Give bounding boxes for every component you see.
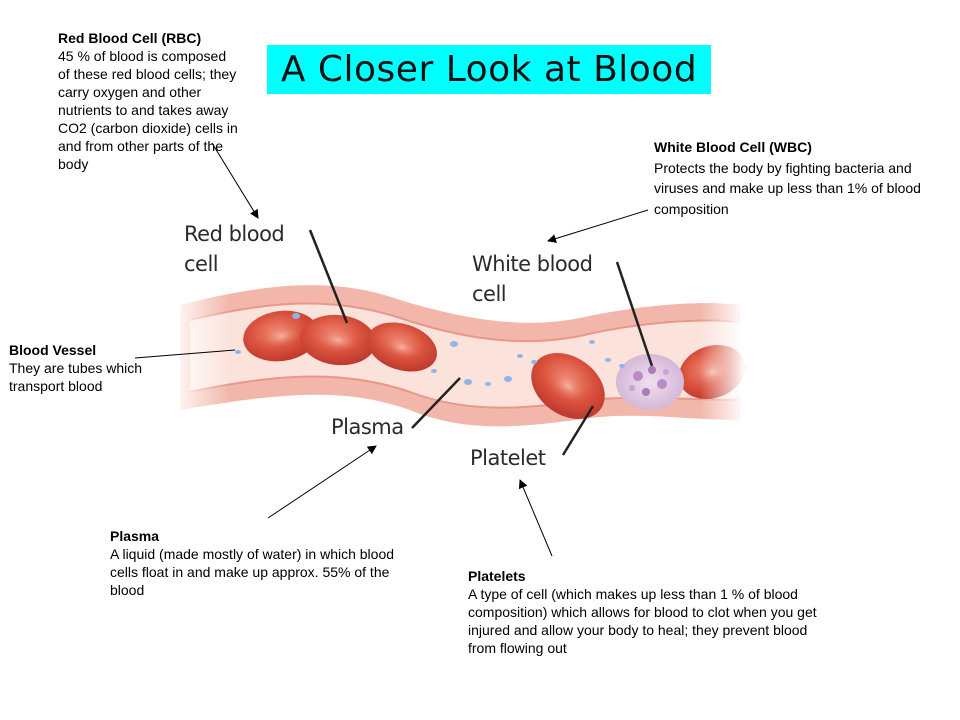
- white-blood-cell: [616, 354, 684, 410]
- plasma-arrow: [267, 445, 377, 519]
- note-rbc-line: of these red blood cells; they: [58, 66, 237, 82]
- note-platelets-heading: Platelets: [468, 568, 526, 584]
- note-plasma: Plasma A liquid (made mostly of water) i…: [110, 527, 430, 599]
- red-blood-cell-4: [531, 352, 605, 420]
- note-rbc-heading: Red Blood Cell (RBC): [58, 30, 202, 46]
- note-white-blood-cell: White Blood Cell (WBC) Protects the body…: [654, 137, 954, 219]
- note-plasma-line: cells float in and make up approx. 55% o…: [110, 564, 390, 580]
- label-white-blood-cell-line-2: cell: [472, 282, 507, 306]
- note-rbc-line: nutrients to and takes away: [58, 102, 229, 118]
- note-rbc-line: body: [58, 156, 89, 172]
- plasma-leader-line: [411, 377, 461, 429]
- note-wbc-heading: White Blood Cell (WBC): [654, 139, 812, 155]
- label-red-blood-cell: Red blood cell: [184, 219, 285, 279]
- platelets: [235, 313, 625, 386]
- label-red-blood-cell-line-1: Red blood: [184, 222, 285, 246]
- note-platelets-line: from flowing out: [468, 640, 567, 656]
- wbc-arrow: [547, 209, 649, 243]
- note-platelets-line: A type of cell (which makes up less than…: [468, 586, 798, 602]
- vessel-pointer-line: [134, 349, 236, 359]
- title-banner: A Closer Look at Blood: [267, 45, 711, 94]
- note-wbc-line: Protects the body by fighting bacteria a…: [654, 159, 912, 176]
- note-platelets-line: injured and allow your body to heal; the…: [468, 622, 808, 638]
- label-plasma: Plasma: [331, 415, 404, 439]
- note-vessel-heading: Blood Vessel: [9, 342, 97, 358]
- label-platelet: Platelet: [470, 446, 546, 470]
- red-blood-cell-2: [300, 314, 376, 366]
- note-blood-vessel: Blood Vessel They are tubes which transp…: [9, 341, 179, 395]
- note-plasma-line: blood: [110, 582, 145, 598]
- note-rbc-line: carry oxygen and other: [58, 84, 202, 100]
- rbc-arrow: [211, 142, 259, 219]
- note-red-blood-cell: Red Blood Cell (RBC) 45 % of blood is co…: [58, 29, 263, 173]
- platelet-leader-line: [561, 405, 595, 456]
- label-red-blood-cell-line-2: cell: [184, 252, 219, 276]
- note-platelets: Platelets A type of cell (which makes up…: [468, 567, 858, 657]
- note-vessel-line: They are tubes which: [9, 360, 143, 376]
- note-plasma-line: A liquid (made mostly of water) in which…: [110, 546, 395, 562]
- red-blood-cell-3: [367, 322, 437, 372]
- note-platelets-line: composition) which allows for blood to c…: [468, 604, 817, 620]
- note-vessel-line: transport blood: [9, 378, 103, 394]
- rbc-leader-line: [308, 229, 349, 324]
- note-plasma-heading: Plasma: [110, 528, 160, 544]
- wbc-leader-line: [615, 261, 654, 367]
- note-wbc-line: composition: [654, 200, 729, 217]
- note-wbc-line: viruses and make up less than 1% of bloo…: [654, 180, 921, 196]
- label-white-blood-cell: White blood cell: [472, 249, 593, 309]
- platelets-arrow: [518, 479, 553, 557]
- red-blood-cell-1: [243, 310, 319, 362]
- label-white-blood-cell-line-1: White blood: [472, 252, 593, 276]
- diagram-title: A Closer Look at Blood: [280, 49, 698, 90]
- note-rbc-line: 45 % of blood is composed: [58, 48, 227, 64]
- note-rbc-line: and from other parts of the: [58, 138, 223, 154]
- note-rbc-line: CO2 (carbon dioxide) cells in: [58, 120, 238, 136]
